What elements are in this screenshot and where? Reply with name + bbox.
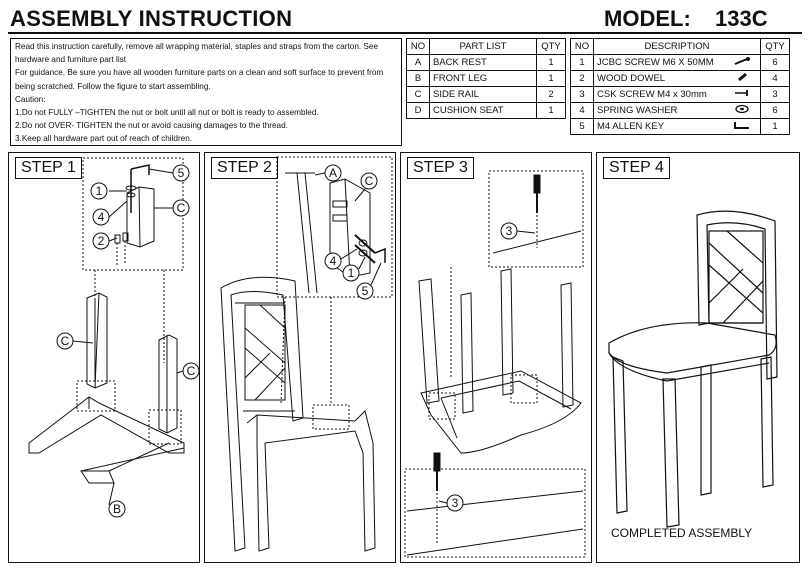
step-2-label: STEP 2 [211,157,278,179]
part-name: BACK REST [429,54,537,71]
part-qty: 1 [536,70,566,87]
callout: A [329,166,337,180]
callout: C [365,174,374,188]
step-2-illustration: A C 4 1 5 [220,156,393,552]
instruction-line: 1.Do not FULLY –TIGHTEN the nut or bolt … [15,108,319,118]
part-no: B [406,70,430,87]
part-no: A [406,54,430,71]
column-header: DESCRIPTION [593,38,761,55]
part-list-table: NO PART LIST QTY A BACK REST 1 B FRONT L… [406,38,566,119]
hardware-qty: 6 [760,54,790,71]
table-row: 1 JCBC SCREW M6 X 50MM 6 [570,54,790,71]
callout: 4 [98,210,105,224]
table-header-row: NO DESCRIPTION QTY [570,38,790,55]
column-header: QTY [536,38,566,55]
hardware-no: 4 [570,102,594,119]
washer-icon [730,102,761,119]
table-header-row: NO PART LIST QTY [406,38,566,55]
callout: 1 [96,184,103,198]
step-4-panel: STEP 4 COMPLETED ASSEMBLY [596,152,800,563]
callout: C [177,201,186,215]
table-row: 5 M4 ALLEN KEY 1 [570,118,790,135]
callout: 1 [348,266,355,280]
model-number: 133C [715,6,768,31]
callout: C [187,364,196,378]
part-no: C [406,86,430,103]
step-1-label: STEP 1 [15,157,82,179]
instruction-line: Caution: [15,94,46,104]
instruction-line: hardware and furniture part list [15,55,127,65]
part-name: SIDE RAIL [429,86,537,103]
instructions-box: Read this instruction carefully, remove … [10,38,402,146]
hardware-name: SPRING WASHER [593,102,730,119]
hardware-qty: 4 [760,70,790,87]
header-rule [8,32,802,34]
table-row: 3 CSK SCREW M4 x 30mm 3 [570,86,790,103]
part-qty: 1 [536,54,566,71]
part-name: CUSHION SEAT [429,102,537,119]
step-2-panel: STEP 2 [204,152,396,563]
step-3-panel: STEP 3 [400,152,592,563]
hardware-name: CSK SCREW M4 x 30mm [593,86,730,103]
column-header: QTY [760,38,790,55]
column-header: PART LIST [429,38,537,55]
step-1-panel: STEP 1 [8,152,200,563]
table-row: B FRONT LEG 1 [406,70,566,87]
step-3-label: STEP 3 [407,157,474,179]
instruction-line: For guidance. Be sure you have all woode… [15,68,384,78]
hardware-qty: 6 [760,102,790,119]
table-row: 2 WOOD DOWEL 4 [570,70,790,87]
instruction-line: being scratched. Follow the figure to st… [15,81,211,91]
callout: 5 [178,166,185,180]
callout: 4 [330,254,337,268]
part-no: D [406,102,430,119]
table-row: A BACK REST 1 [406,54,566,71]
step-3-illustration: 3 3 [404,170,586,558]
hardware-no: 2 [570,70,594,87]
part-qty: 1 [536,102,566,119]
callout: B [113,502,121,516]
hardware-no: 3 [570,86,594,103]
hardware-name: M4 ALLEN KEY [593,118,730,135]
table-row: C SIDE RAIL 2 [406,86,566,103]
document-title: ASSEMBLY INSTRUCTION [10,6,293,31]
completed-assembly-caption: COMPLETED ASSEMBLY [611,526,753,540]
callout: 3 [506,224,513,238]
hardware-name: WOOD DOWEL [593,70,730,87]
hardware-no: 1 [570,54,594,71]
callout: 2 [98,234,105,248]
table-row: D CUSHION SEAT 1 [406,102,566,119]
column-header: NO [570,38,594,55]
dowel-icon [730,70,761,87]
hardware-qty: 1 [760,118,790,135]
step-1-illustration: 5 1 4 C 2 C C B [28,157,200,518]
instruction-line: 2.Do not OVER- TIGHTEN the nut or avoid … [15,121,288,131]
part-name: FRONT LEG [429,70,537,87]
instruction-line: Read this instruction carefully, remove … [15,42,378,51]
hardware-list-table: NO DESCRIPTION QTY 1 JCBC SCREW M6 X 50M… [570,38,790,135]
screw-icon [730,86,761,103]
completed-chair-illustration [608,210,778,528]
callout: 5 [362,284,369,298]
callout: 3 [452,496,459,510]
hardware-name: JCBC SCREW M6 X 50MM [593,54,730,71]
part-qty: 2 [536,86,566,103]
table-row: 4 SPRING WASHER 6 [570,102,790,119]
column-header: NO [406,38,430,55]
instruction-line: 3.Keep all hardware part out of reach of… [15,134,193,144]
hardware-qty: 3 [760,86,790,103]
model-label: MODEL: [604,6,691,31]
allen-key-icon [730,118,761,135]
bolt-icon [730,54,761,71]
hardware-no: 5 [570,118,594,135]
step-4-label: STEP 4 [603,157,670,179]
callout: C [61,334,70,348]
